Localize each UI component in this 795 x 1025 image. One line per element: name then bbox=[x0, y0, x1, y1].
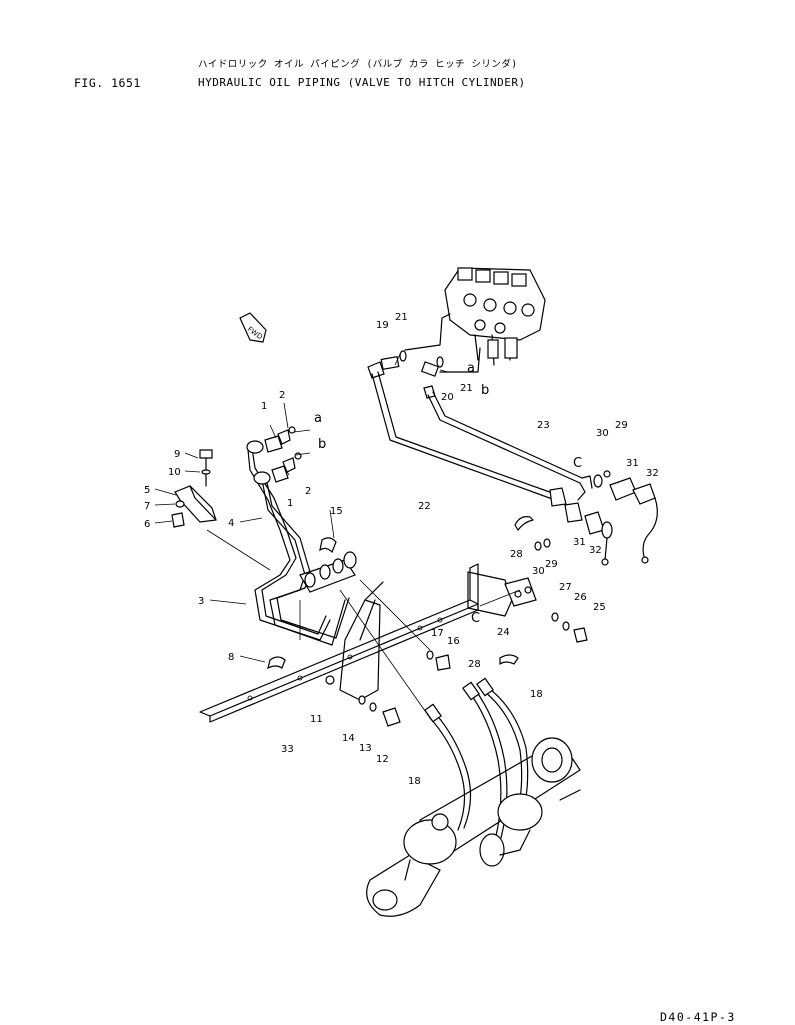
callout-22: 22 bbox=[418, 501, 431, 512]
callout-2a: 2 bbox=[279, 390, 285, 401]
callout-21a: 21 bbox=[395, 312, 408, 323]
callout-17: 17 bbox=[431, 628, 444, 639]
control-valve bbox=[444, 267, 546, 366]
frame-33 bbox=[199, 563, 479, 723]
valve-fittings bbox=[367, 313, 481, 399]
callout-13: 13 bbox=[359, 743, 372, 754]
callout-30a: 30 bbox=[596, 428, 609, 439]
callout-6: 6 bbox=[144, 519, 150, 530]
callout-21b: 21 bbox=[460, 383, 473, 394]
callout-27: 27 bbox=[559, 582, 572, 593]
callout-1a: 1 bbox=[261, 401, 267, 412]
callout-32b: 32 bbox=[589, 545, 602, 556]
callout-15: 15 bbox=[330, 506, 343, 517]
callout-33: 33 bbox=[281, 744, 294, 755]
callout-24: 24 bbox=[497, 627, 510, 638]
callout-7: 7 bbox=[144, 501, 150, 512]
leader-lines bbox=[154, 351, 521, 719]
ref-a-valve: a bbox=[467, 361, 475, 376]
bracket-11 bbox=[325, 581, 451, 727]
callout-18b: 18 bbox=[408, 776, 421, 787]
callout-10: 10 bbox=[168, 467, 181, 478]
callout-3: 3 bbox=[198, 596, 204, 607]
right-fittings bbox=[514, 470, 658, 566]
callout-28b: 28 bbox=[468, 659, 481, 670]
callout-31b: 31 bbox=[573, 537, 586, 548]
ref-a-left: a bbox=[314, 411, 322, 426]
figure-number: FIG. 1651 bbox=[74, 76, 141, 90]
callout-30b: 30 bbox=[532, 566, 545, 577]
ref-b-left: b bbox=[318, 437, 326, 452]
ref-c-top: C bbox=[573, 456, 582, 471]
callout-12: 12 bbox=[376, 754, 389, 765]
clamp-5 bbox=[171, 449, 217, 528]
callout-2b: 2 bbox=[305, 486, 311, 497]
callout-5: 5 bbox=[144, 485, 150, 496]
callout-14: 14 bbox=[342, 733, 355, 744]
fwd-label: FWD bbox=[246, 325, 264, 341]
bracket-24 bbox=[467, 538, 588, 665]
pipe-22 bbox=[371, 371, 559, 501]
callout-8: 8 bbox=[228, 652, 234, 663]
callout-26: 26 bbox=[574, 592, 587, 603]
callout-31a: 31 bbox=[626, 458, 639, 469]
ref-b-valve: b bbox=[481, 383, 489, 398]
callout-4: 4 bbox=[228, 518, 234, 529]
tee-block bbox=[299, 537, 357, 593]
pipes-left bbox=[246, 426, 350, 646]
hitch-cylinder bbox=[366, 737, 581, 917]
title-japanese: ハイドロリック オイル パイピング (バルブ カラ ヒッチ シリンダ) bbox=[198, 59, 518, 70]
forward-arrow-icon: FWD bbox=[239, 312, 267, 343]
callout-18a: 18 bbox=[530, 689, 543, 700]
callout-28a: 28 bbox=[510, 549, 523, 560]
callout-32a: 32 bbox=[646, 468, 659, 479]
callout-29a: 29 bbox=[615, 420, 628, 431]
ref-c-bottom: C bbox=[471, 611, 480, 626]
figure-title: HYDRAULIC OIL PIPING (VALVE TO HITCH CYL… bbox=[198, 76, 526, 89]
callout-1b: 1 bbox=[287, 498, 293, 509]
callout-16: 16 bbox=[447, 636, 460, 647]
callout-19: 19 bbox=[376, 320, 389, 331]
callout-11: 11 bbox=[310, 714, 323, 725]
callout-9: 9 bbox=[174, 449, 180, 460]
callout-23: 23 bbox=[537, 420, 550, 431]
callout-29b: 29 bbox=[545, 559, 558, 570]
pipe-23 bbox=[427, 391, 593, 501]
callout-25: 25 bbox=[593, 602, 606, 613]
callout-20: 20 bbox=[441, 392, 454, 403]
page-code: D40-41P-3 bbox=[660, 1010, 736, 1024]
